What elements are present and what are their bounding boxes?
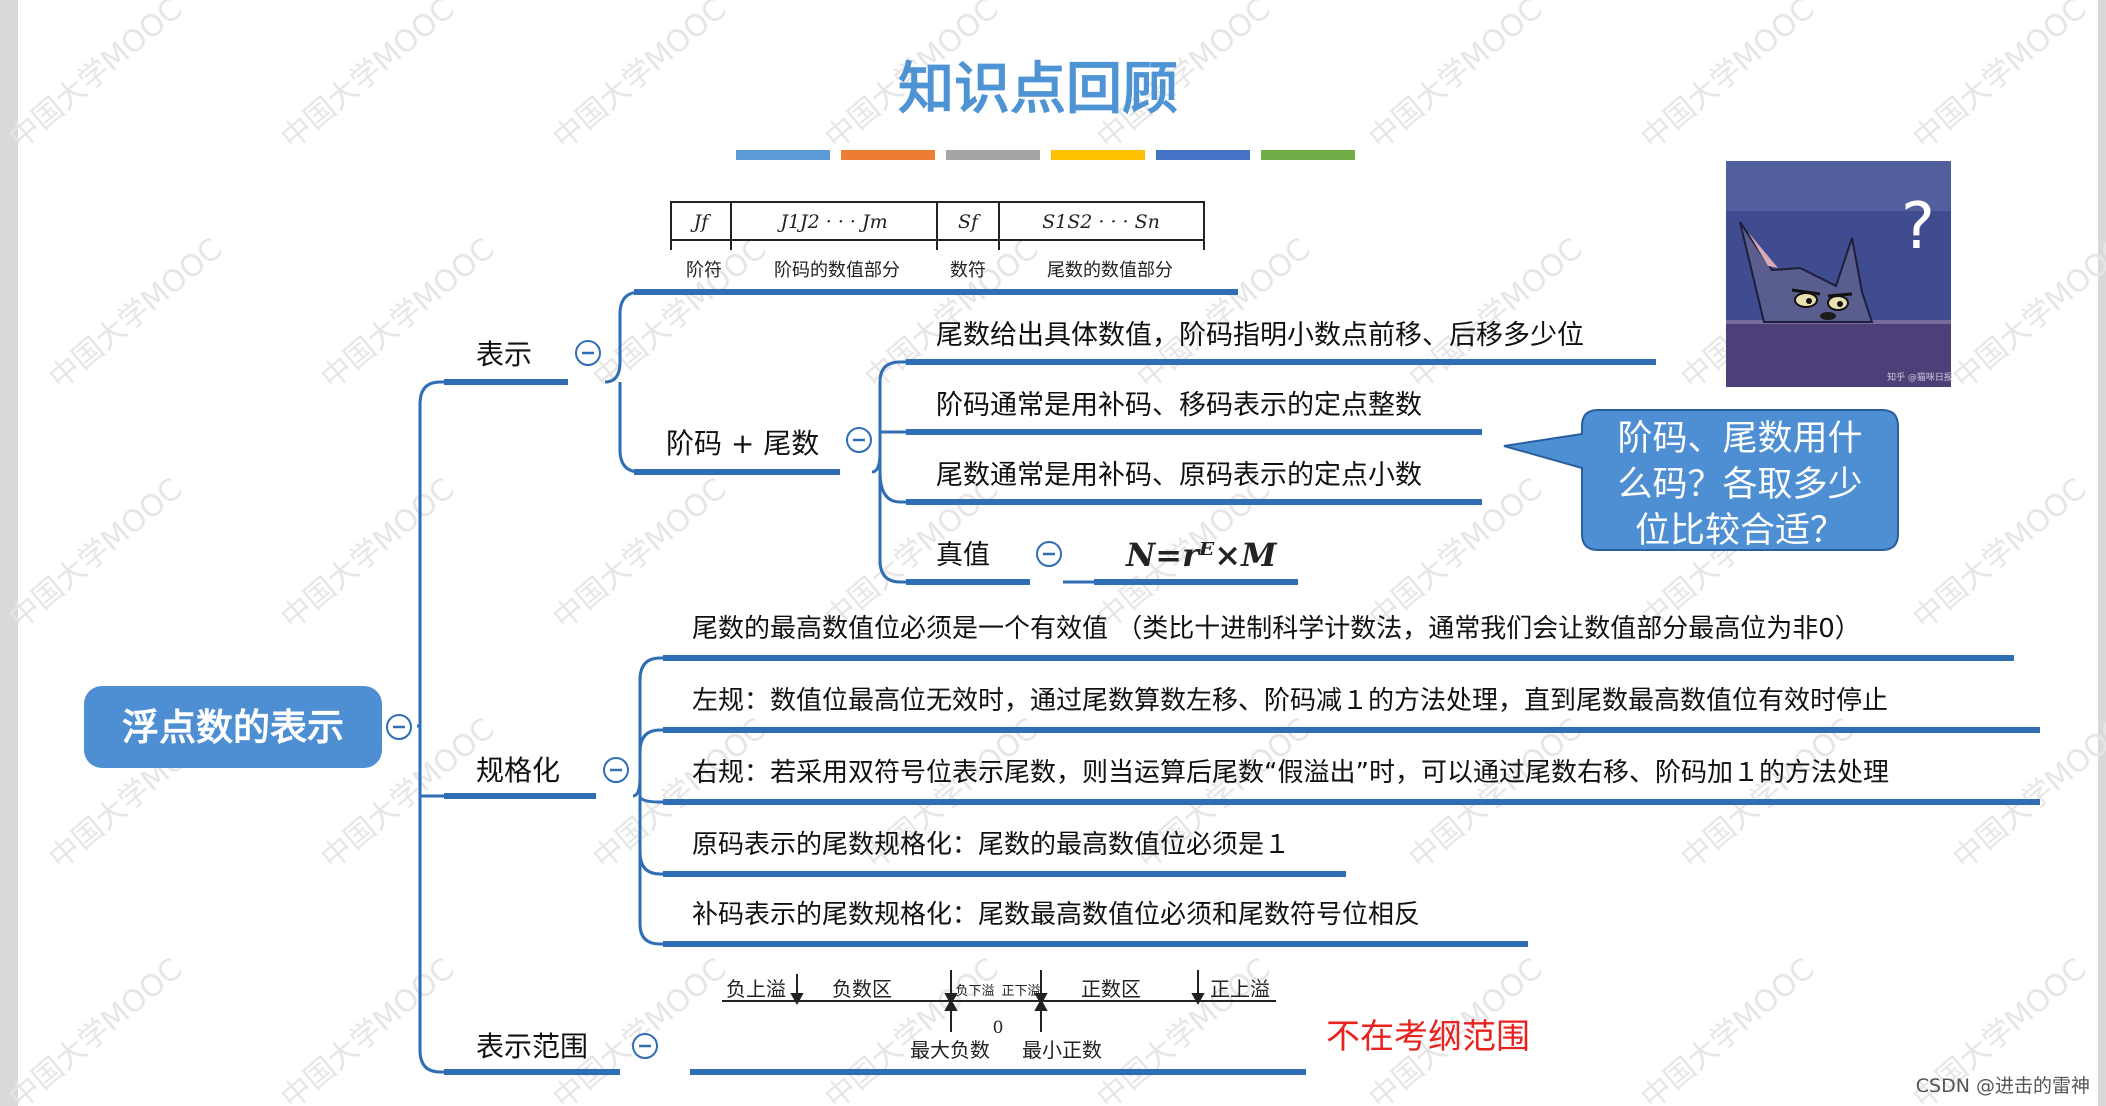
watermark-text: 中国大学MOOC	[1091, 952, 1277, 1106]
watermark-text: 中国大学MOOC	[3, 472, 189, 636]
watermark-text: 中国大学MOOC	[1635, 0, 1821, 156]
format-cell-jf: Jf	[690, 211, 712, 233]
watermark-text: 中国大学MOOC	[587, 232, 773, 396]
root-node[interactable]	[84, 686, 382, 768]
norm-item-3: 右规：若采用双符号位表示尾数，则当运算后尾数“假溢出”时，可以通过尾数右移、阶码…	[692, 758, 1889, 788]
axis-zero: 0	[993, 1018, 1004, 1038]
branch-code-mantissa-label[interactable]: 阶码 + 尾数	[666, 427, 819, 460]
watermark-text: 中国大学MOOC	[859, 232, 1045, 396]
title-bar-segment	[1051, 150, 1145, 160]
repr-item-1: 尾数给出具体数值，阶码指明小数点前移、后移多少位	[936, 320, 1584, 351]
watermark-text: 中国大学MOOC	[275, 0, 461, 156]
out-of-syllabus-note: 不在考纲范围	[1326, 1017, 1530, 1057]
watermark-text: 中国大学MOOC	[1403, 232, 1589, 396]
norm-item-4: 原码表示的尾数规格化：尾数的最高数值位必须是１	[692, 830, 1290, 860]
title-bar-segment	[736, 150, 830, 160]
callout-line-3: 位比较合适？	[1635, 511, 1845, 551]
watermark-text: 中国大学MOOC	[1675, 712, 1861, 876]
repr-item-3: 尾数通常是用补码、原码表示的定点小数	[936, 460, 1422, 491]
footer-credit: CSDN @进击的雷神	[1916, 1075, 2090, 1097]
callout-bubble: 阶码、尾数用什 么码？各取多少 位比较合适？	[1503, 409, 1899, 551]
title-bar-segment	[841, 150, 935, 160]
image-credit: 知乎 @猫咪日报	[1887, 371, 1953, 383]
slide-title: 知识点回顾	[898, 57, 1178, 122]
axis-pos-overflow: 正上溢	[1210, 977, 1270, 1001]
watermark-text: 中国大学MOOC	[275, 472, 461, 636]
watermark-text: 中国大学MOOC	[43, 232, 229, 396]
watermark-text: 中国大学MOOC	[1947, 232, 2106, 396]
watermark-text: 中国大学MOOC	[1363, 0, 1549, 156]
watermark-text: 中国大学MOOC	[547, 0, 733, 156]
left-page-edge	[0, 0, 18, 1106]
format-caption-jf: 阶符	[686, 260, 722, 281]
watermark-text: 中国大学MOOC	[1131, 232, 1317, 396]
watermark-text: 中国大学MOOC	[1363, 472, 1549, 636]
branch-repr-label[interactable]: 表示	[476, 338, 532, 371]
title-bar-segment	[1156, 150, 1250, 160]
title-bar-segment	[946, 150, 1040, 160]
norm-item-5: 补码表示的尾数规格化：尾数最高数值位必须和尾数符号位相反	[692, 900, 1420, 930]
norm-item-1: 尾数的最高数值位必须是一个有效值 （类比十进制科学计数法，通常我们会让数值部分最…	[692, 614, 1861, 644]
callout-line-1: 阶码、尾数用什	[1617, 419, 1862, 459]
watermark-text: 中国大学MOOC	[1947, 712, 2106, 876]
format-diagram: Jf J1J2 · · · Jm Sf S1S2 · · · Sn 阶符 阶码的…	[670, 201, 1205, 281]
right-page-edge	[2098, 0, 2106, 1106]
axis-neg-zone: 负数区	[832, 977, 892, 1001]
format-caption-exponent: 阶码的数值部分	[774, 260, 900, 281]
format-cell-sf: Sf	[958, 211, 981, 233]
repr-item-2: 阶码通常是用补码、移码表示的定点整数	[936, 390, 1422, 421]
watermark-text: 中国大学MOOC	[315, 232, 501, 396]
watermark-text: 中国大学MOOC	[3, 0, 189, 156]
branch-norm-label[interactable]: 规格化	[476, 754, 560, 787]
truth-label: 真值	[936, 540, 990, 571]
axis-pos-zone: 正数区	[1081, 977, 1141, 1001]
watermark-text: 中国大学MOOC	[819, 952, 1005, 1106]
title-bar-segment	[1261, 150, 1355, 160]
question-mark-icon: ?	[1901, 190, 1935, 264]
connector-lines	[417, 290, 1094, 1074]
watermark-text: 中国大学MOOC	[547, 472, 733, 636]
root-label: 浮点数的表示	[122, 706, 344, 749]
axis-max-negative: 最大负数	[910, 1038, 990, 1062]
watermark-text: 中国大学MOOC	[1907, 472, 2093, 636]
format-caption-sf: 数符	[950, 260, 986, 281]
watermark-text: 中国大学MOOC	[275, 952, 461, 1106]
range-axis-diagram: 负上溢 负数区 负下溢 正下溢 正数区 正上溢 0 最大负数 最小正数	[722, 970, 1276, 1062]
watermark-text: 中国大学MOOC	[3, 952, 189, 1106]
axis-neg-underflow: 负下溢	[955, 984, 994, 999]
watermark-text: 中国大学MOOC	[1907, 0, 2093, 156]
branch-range-label[interactable]: 表示范围	[476, 1030, 588, 1063]
truth-formula: N=rᴱ×M	[1125, 536, 1278, 574]
watermark-text: 中国大学MOOC	[1635, 952, 1821, 1106]
node-underlines	[444, 289, 2040, 1075]
axis-pos-underflow: 正下溢	[1001, 984, 1040, 999]
format-cell-exponent: J1J2 · · · Jm	[776, 211, 887, 233]
axis-neg-overflow: 负上溢	[726, 977, 786, 1001]
norm-item-2: 左规：数值位最高位无效时，通过尾数算数左移、阶码减１的方法处理，直到尾数最高数值…	[692, 686, 1888, 716]
collapse-minus-icons	[393, 351, 1055, 1048]
title-color-bar	[736, 150, 1355, 160]
axis-min-positive: 最小正数	[1022, 1038, 1102, 1062]
confused-cat-image: ? 知乎 @猫咪日报	[1726, 161, 1953, 387]
watermark-text: 中国大学MOOC	[547, 952, 733, 1106]
format-caption-mantissa: 尾数的数值部分	[1047, 260, 1173, 281]
callout-line-2: 么码？各取多少	[1617, 465, 1862, 505]
watermark-text: 中国大学MOOC	[1403, 712, 1589, 876]
format-cell-mantissa: S1S2 · · · Sn	[1042, 211, 1160, 233]
